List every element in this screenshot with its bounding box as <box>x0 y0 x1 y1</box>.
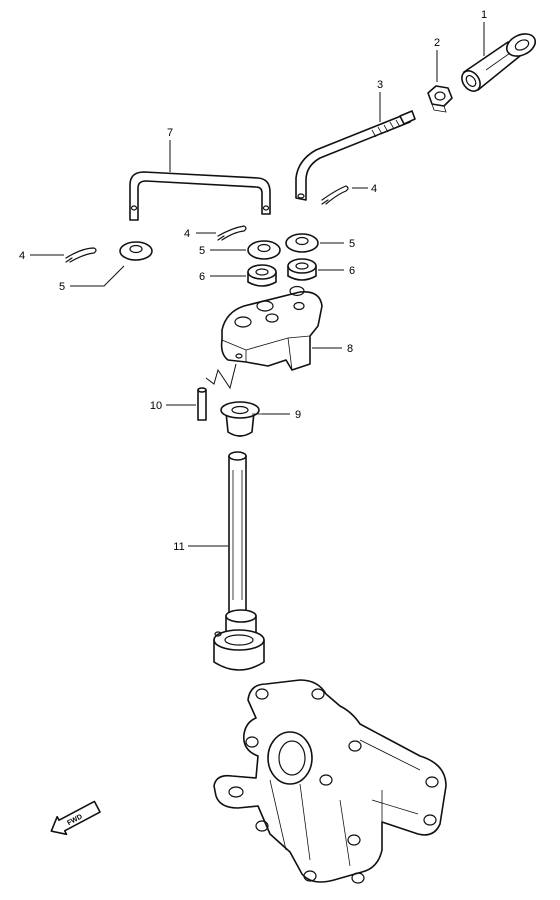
callout-5-middle: 5 <box>199 245 205 257</box>
alignment-zigzag-line <box>205 363 237 390</box>
callout-10: 10 <box>150 400 162 412</box>
part-11-shift-shaft <box>213 451 265 671</box>
leader-lines <box>30 22 485 547</box>
callout-4-right: 4 <box>371 183 377 195</box>
callout-3: 3 <box>377 79 383 91</box>
part-6-bushing-right <box>287 258 317 281</box>
callout-11: 11 <box>173 541 184 553</box>
callout-4-left: 4 <box>19 250 25 262</box>
part-8-shift-lever <box>220 285 323 371</box>
callout-4-middle: 4 <box>184 228 190 240</box>
part-7-u-rod <box>129 171 271 221</box>
callout-5-right: 5 <box>349 238 355 250</box>
part-6-bushing-left <box>247 264 277 287</box>
callout-6-left: 6 <box>199 271 205 283</box>
part-5-washer-left <box>119 241 153 261</box>
callout-7: 7 <box>167 127 173 139</box>
callout-9: 9 <box>295 409 301 421</box>
housing-bracket <box>213 679 447 884</box>
fwd-arrow: FWD <box>50 800 101 836</box>
callout-2: 2 <box>434 37 440 49</box>
part-1-rod-end <box>461 33 537 92</box>
callout-8: 8 <box>347 343 353 355</box>
callout-6-right: 6 <box>349 265 355 277</box>
part-5-washer-middle <box>247 240 281 260</box>
part-4-clip-middle <box>217 225 247 241</box>
part-4-clip-left <box>65 247 97 263</box>
part-9-collar-bushing <box>220 401 262 437</box>
part-2-hex-nut <box>427 85 453 113</box>
part-3-link-rod <box>295 110 416 201</box>
part-4-clip-right <box>321 185 349 205</box>
callout-numbers: 1 2 3 7 4 4 4 5 5 5 6 6 8 10 9 11 <box>19 9 487 553</box>
callout-5-left: 5 <box>59 281 65 293</box>
part-10-pin <box>197 387 207 421</box>
callout-1: 1 <box>481 9 487 21</box>
part-5-washer-right <box>285 233 319 253</box>
